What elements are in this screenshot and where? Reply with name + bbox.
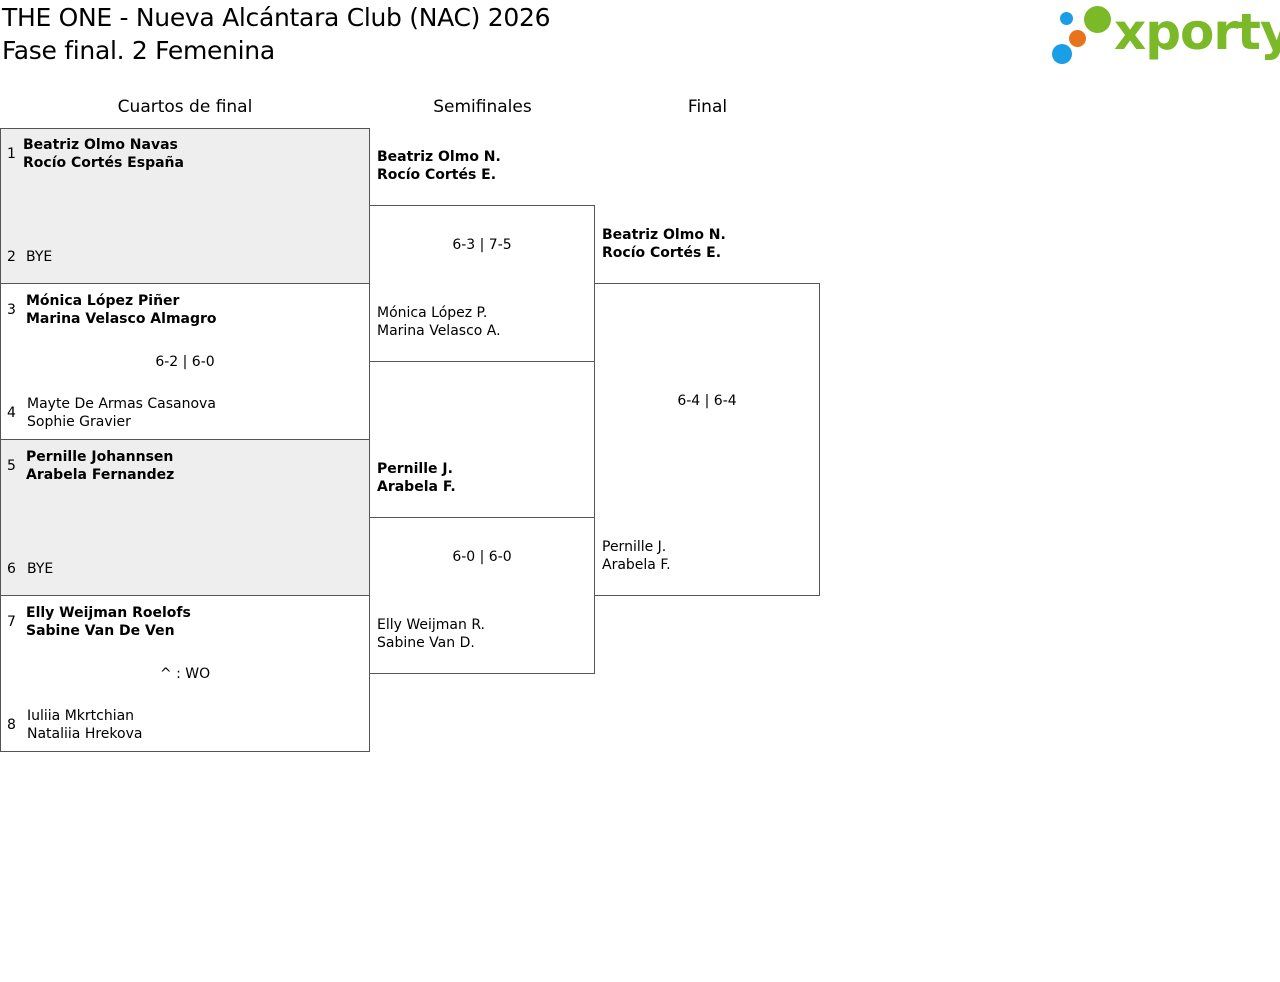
match-score: 6-3 | 7-5 [452,237,512,253]
player-name: Sophie Gravier [27,414,131,430]
match-score: ^ : WO [159,666,211,682]
team-entry[interactable]: Iuliia Mkrtchian Nataliia Hrekova [27,707,142,743]
player-name: Rocío Cortés E. [602,245,722,261]
player-name: Mónica López Piñer [26,293,180,309]
round-header-semifinals: Semifinales [433,97,532,117]
player-name: Pernille Johannsen [26,449,174,465]
player-name: Sabine Van D. [377,635,475,651]
player-name: Beatriz Olmo N. [377,149,501,165]
player-name: Arabela F. [377,479,456,495]
match-score: 6-4 | 6-4 [677,393,737,409]
player-name: Arabela Fernandez [26,467,175,483]
player-name: Nataliia Hrekova [27,726,143,742]
seed-number: 1 [7,146,16,162]
player-name: Mónica López P. [377,305,488,321]
player-name: Mayte De Armas Casanova [27,396,216,412]
match-score: 6-0 | 6-0 [452,549,512,565]
team-entry[interactable]: Mayte De Armas Casanova Sophie Gravier [27,395,216,431]
team-entry[interactable]: Pernille Johannsen Arabela Fernandez [26,448,174,484]
round-header-final: Final [687,97,728,117]
seed-number: 5 [7,458,16,474]
logo-dot-icon [1052,44,1072,64]
team-entry[interactable]: Beatriz Olmo N. Rocío Cortés E. [602,226,726,262]
team-entry[interactable]: BYE [26,248,52,266]
page-subtitle: Fase final. 2 Femenina [2,36,275,65]
player-name: Rocío Cortés España [23,155,184,171]
player-name: BYE [26,249,53,265]
player-name: Sabine Van De Ven [26,623,175,639]
team-entry[interactable]: Elly Weijman Roelofs Sabine Van De Ven [26,604,191,640]
team-entry[interactable]: Pernille J. Arabela F. [602,538,671,574]
team-entry[interactable]: Beatriz Olmo N. Rocío Cortés E. [377,148,501,184]
team-entry[interactable]: Beatriz Olmo Navas Rocío Cortés España [23,136,184,172]
player-name: Pernille J. [602,539,667,555]
player-name: Elly Weijman Roelofs [26,605,191,621]
player-name: BYE [27,561,54,577]
logo-dot-icon [1069,30,1086,47]
seed-number: 6 [7,561,16,577]
quarterfinal-match-1[interactable] [0,128,370,284]
team-entry[interactable]: Mónica López Piñer Marina Velasco Almagr… [26,292,217,328]
final-match[interactable] [594,283,820,596]
quarterfinal-match-3[interactable] [0,439,370,596]
logo-dot-icon [1060,12,1073,25]
player-name: Beatriz Olmo N. [602,227,726,243]
team-entry[interactable]: Elly Weijman R. Sabine Van D. [377,616,485,652]
match-score: 6-2 | 6-0 [155,354,215,370]
seed-number: 4 [7,405,16,421]
logo-wordmark: xporty [1114,3,1280,61]
logo-dot-icon [1084,6,1111,33]
player-name: Iuliia Mkrtchian [27,708,135,724]
player-name: Beatriz Olmo Navas [23,137,178,153]
team-entry[interactable]: BYE [27,560,53,578]
team-entry[interactable]: Pernille J. Arabela F. [377,460,456,496]
seed-number: 8 [7,717,16,733]
page-title: THE ONE - Nueva Alcántara Club (NAC) 202… [2,3,551,32]
seed-number: 2 [7,249,16,265]
player-name: Arabela F. [602,557,671,573]
seed-number: 3 [7,302,16,318]
round-header-quarterfinals: Cuartos de final [117,97,253,117]
seed-number: 7 [7,614,16,630]
team-entry[interactable]: Mónica López P. Marina Velasco A. [377,304,501,340]
player-name: Marina Velasco A. [377,323,501,339]
player-name: Elly Weijman R. [377,617,485,633]
player-name: Pernille J. [377,461,453,477]
player-name: Marina Velasco Almagro [26,311,217,327]
player-name: Rocío Cortés E. [377,167,497,183]
xporty-logo[interactable]: xporty [1050,3,1280,68]
